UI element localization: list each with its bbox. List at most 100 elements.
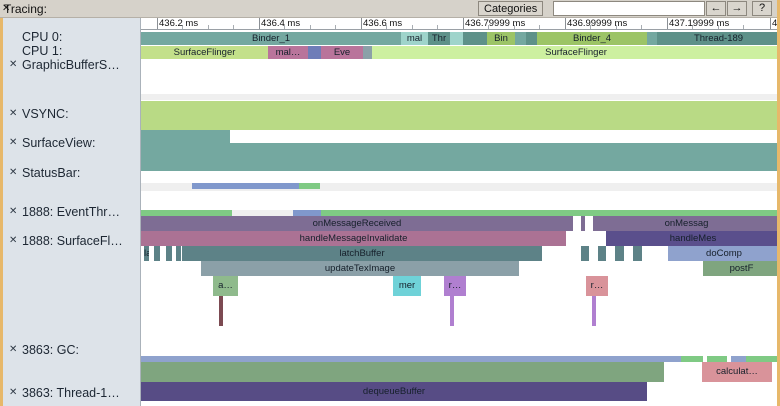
- track-label-text: 1888: SurfaceFl…: [22, 234, 123, 248]
- surfaceflinger-slice-row3[interactable]: [581, 246, 589, 261]
- thread1-slice-row0[interactable]: [681, 356, 703, 362]
- surfaceflinger-slice-row0[interactable]: [141, 210, 232, 216]
- cpu0-slice[interactable]: Bin: [487, 32, 515, 45]
- track-close-icon[interactable]: ✕: [9, 387, 18, 398]
- cpu0-slice[interactable]: [450, 32, 463, 45]
- surfaceflinger-slice-row5[interactable]: a…: [213, 276, 238, 296]
- ruler-minor-tick: [692, 25, 693, 29]
- categories-button[interactable]: Categories: [478, 1, 544, 16]
- surfaceflinger-slice-row1[interactable]: onMessageReceived: [141, 216, 573, 231]
- ruler-label: 437.19999 ms: [669, 18, 730, 29]
- surfaceflinger-slice-row6[interactable]: [592, 296, 596, 326]
- surfaceflinger-slice-row1[interactable]: [581, 216, 585, 231]
- surfaceflinger-slice-row0[interactable]: [293, 210, 321, 216]
- ruler-minor-tick: [437, 25, 438, 29]
- surfaceflinger-slice-row3[interactable]: doComp: [668, 246, 780, 261]
- thread1-slice-row3[interactable]: dequeueBuffer: [141, 382, 647, 401]
- track-label-6[interactable]: ✕1888: EventThr…: [0, 205, 140, 221]
- cpu1-slice[interactable]: mal…: [268, 46, 308, 59]
- prev-button[interactable]: ←: [706, 1, 726, 16]
- surfaceflinger-slice-row3[interactable]: [615, 246, 624, 261]
- track-close-icon[interactable]: ✕: [9, 167, 18, 178]
- track-close-icon[interactable]: ✕: [9, 108, 18, 119]
- cpu0-slice[interactable]: Thr: [428, 32, 450, 45]
- track-label-text: VSYNC:: [22, 107, 69, 121]
- surfaceflinger-slice-row3[interactable]: [176, 246, 181, 261]
- surfaceflinger-slice-row6[interactable]: [450, 296, 454, 326]
- surfaceflinger-slice-row3[interactable]: [166, 246, 172, 261]
- track-label-9[interactable]: ✕3863: Thread-1…: [0, 386, 140, 402]
- surfaceflinger-slice-row3[interactable]: [598, 246, 606, 261]
- surfaceflinger-slice-row3[interactable]: [154, 246, 160, 261]
- window-title: Tracing:: [4, 2, 47, 16]
- surfaceflinger-slice-row5[interactable]: mer: [393, 276, 421, 296]
- slice-label: latchBuffer: [144, 248, 149, 259]
- thread1-slice-row2[interactable]: calculat…: [702, 362, 772, 382]
- slice-label: Binder_1: [251, 33, 291, 44]
- vsync-slice[interactable]: [141, 101, 780, 130]
- graphicbuffer-band[interactable]: [141, 94, 780, 100]
- track-label-2[interactable]: ✕GraphicBufferS…: [0, 58, 140, 74]
- surfaceflinger-slice-row4[interactable]: postF: [703, 261, 780, 276]
- track-close-icon[interactable]: ✕: [9, 344, 18, 355]
- ruler-major-tick: [463, 18, 464, 29]
- cpu1-slice[interactable]: Eve: [321, 46, 363, 59]
- help-button[interactable]: ?: [752, 1, 772, 16]
- ruler-major-tick: [157, 18, 158, 29]
- surfaceflinger-slice-row3[interactable]: [633, 246, 642, 261]
- track-close-icon[interactable]: ✕: [9, 235, 18, 246]
- track-close-icon[interactable]: ✕: [9, 206, 18, 217]
- track-close-icon[interactable]: ✕: [9, 59, 18, 70]
- track-label-3[interactable]: ✕ VSYNC:: [0, 107, 140, 123]
- surfaceflinger-slice-row4[interactable]: updateTexImage: [201, 261, 519, 276]
- surfaceflinger-slice-row3[interactable]: latchBuffer: [144, 246, 149, 261]
- track-label-4[interactable]: ✕SurfaceView:: [0, 136, 140, 152]
- surfaceflinger-slice-row2[interactable]: handleMessageInvalidate: [141, 231, 566, 246]
- cpu1-slice[interactable]: [363, 46, 372, 59]
- next-button[interactable]: →: [727, 1, 747, 16]
- track-label-1[interactable]: CPU 1:: [0, 44, 140, 60]
- eventthread-band[interactable]: [141, 183, 780, 191]
- track-label-8[interactable]: ✕3863: GC:: [0, 343, 140, 359]
- surfaceflinger-slice-row3[interactable]: latchBuffer: [182, 246, 542, 261]
- surfaceflinger-slice-row1[interactable]: onMessag: [593, 216, 780, 231]
- thread1-slice-row2[interactable]: [141, 362, 664, 382]
- cpu0-slice[interactable]: Thread-189: [657, 32, 780, 45]
- search-input[interactable]: [553, 1, 705, 16]
- surfaceflinger-slice-row0[interactable]: [321, 210, 780, 216]
- cpu1-slice[interactable]: SurfaceFlinger: [141, 46, 268, 59]
- surfaceflinger-slice-row5[interactable]: r…: [586, 276, 608, 296]
- thread1-slice-row0[interactable]: [141, 356, 681, 362]
- cpu0-slice[interactable]: [647, 32, 657, 45]
- track-close-icon[interactable]: ✕: [9, 137, 18, 148]
- thread1-slice-row1[interactable]: [746, 356, 780, 362]
- thread1-slice-row0[interactable]: [707, 356, 727, 362]
- ruler-label: 436.6 ms: [363, 18, 403, 29]
- ruler-label: 436.79999 ms: [465, 18, 526, 29]
- surfaceview-slice[interactable]: [141, 130, 230, 143]
- surfaceflinger-slice-row5[interactable]: r…: [444, 276, 466, 296]
- cpu0-slice[interactable]: Binder_1: [141, 32, 401, 45]
- eventthread-slice[interactable]: [192, 183, 299, 189]
- surfaceflinger-slice-row2[interactable]: handleMes: [606, 231, 780, 246]
- ruler-minor-tick: [335, 25, 336, 29]
- cpu0-slice[interactable]: [526, 32, 537, 45]
- cpu0-slice[interactable]: [515, 32, 526, 45]
- eventthread-slice[interactable]: [299, 183, 320, 189]
- track-label-7[interactable]: ✕ 1888: SurfaceFl…: [0, 234, 140, 250]
- cpu1-slice[interactable]: SurfaceFlinger: [372, 46, 780, 59]
- cpu0-slice[interactable]: [463, 32, 487, 45]
- cpu0-slice[interactable]: Binder_4: [537, 32, 647, 45]
- track-label-0[interactable]: CPU 0:: [0, 30, 140, 46]
- close-icon[interactable]: ✕: [2, 3, 11, 14]
- slice-label: mal: [406, 33, 423, 44]
- cpu1-slice[interactable]: [308, 46, 321, 59]
- surfaceflinger-slice-row6[interactable]: [219, 296, 223, 326]
- track-label-5[interactable]: ✕StatusBar:: [0, 166, 140, 182]
- statusbar-slice[interactable]: [141, 143, 780, 171]
- surfaceflinger-slice-row0[interactable]: [232, 210, 293, 216]
- ruler-label: 4: [772, 18, 778, 29]
- cpu0-slice[interactable]: mal: [401, 32, 428, 45]
